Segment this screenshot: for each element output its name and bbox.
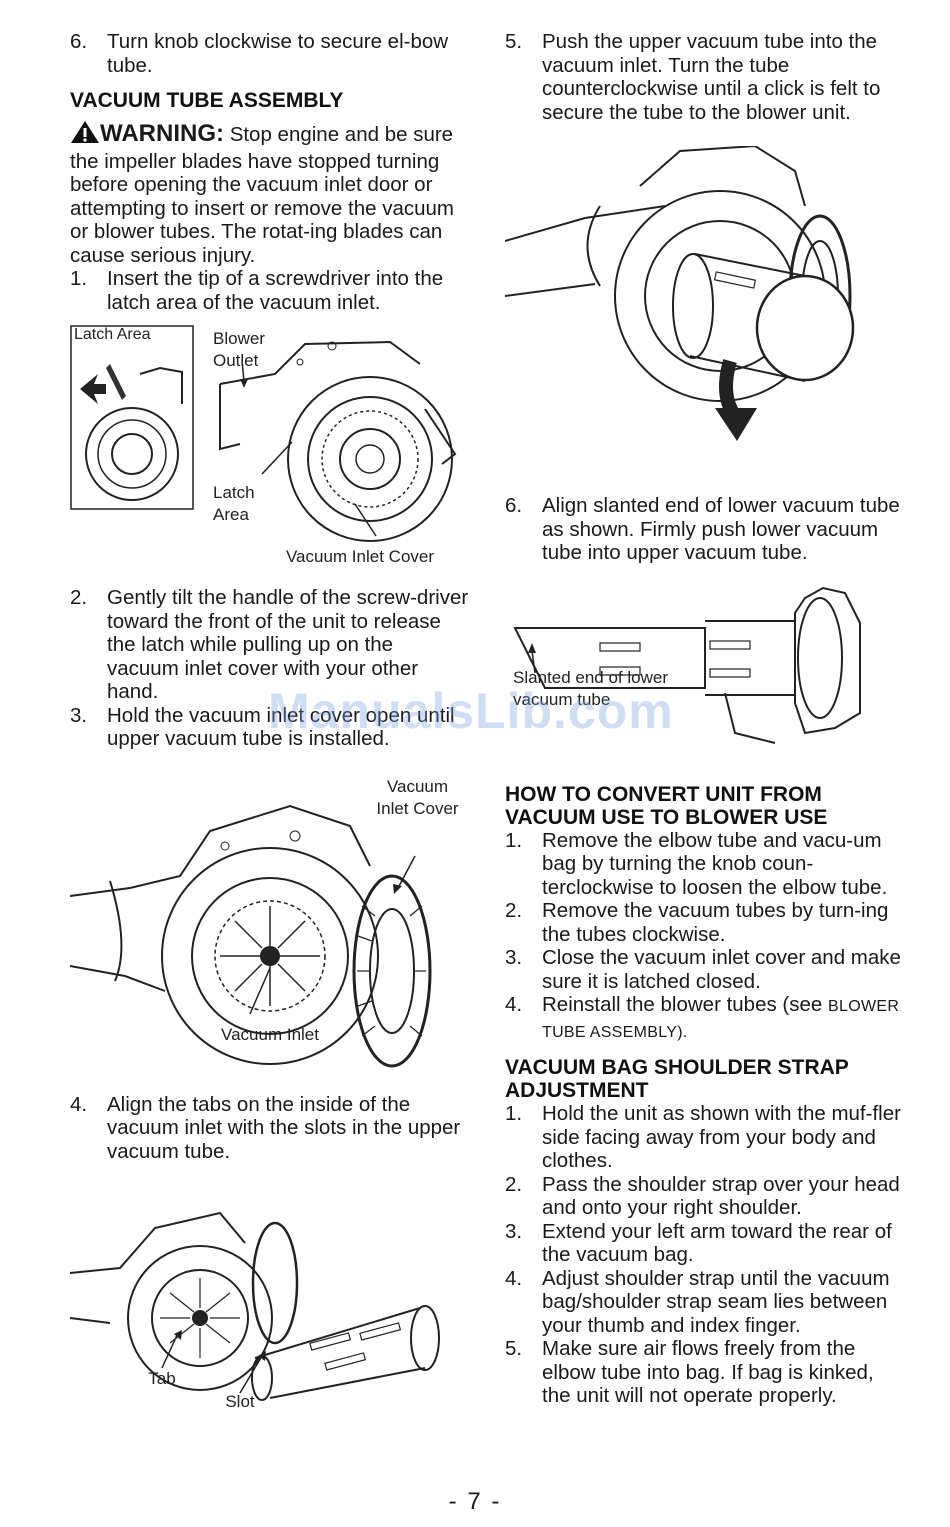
figure-push-upper-tube (505, 146, 905, 486)
vacuum-inlet-cover-label-2: Vacuum Inlet Cover (376, 776, 459, 818)
warning-text: Stop engine and be sure the impeller bla… (70, 123, 454, 267)
warning-triangle-icon (70, 120, 100, 150)
step-2-left: 2. Gently tilt the handle of the screw-d… (70, 586, 469, 703)
step-6-left: 6. Turn knob clockwise to secure el-bow … (70, 30, 449, 77)
step-1-left: 1. Insert the tip of a screwdriver into … (70, 267, 444, 314)
step-5-right: 5. Push the upper vacuum tube into the v… (505, 30, 881, 124)
vacuum-inlet-cover-label: Vacuum Inlet Cover (285, 547, 435, 566)
tab-label: Tab (148, 1369, 176, 1388)
warning-label: WARNING: (100, 120, 224, 147)
convert-step: 4. Reinstall the blower tubes (see BLOWE… (505, 993, 900, 1041)
tab-slot-illustration (70, 1211, 440, 1401)
vacuum-tube-assembly-heading: VACUUM TUBE ASSEMBLY (70, 89, 344, 112)
slot-label: Slot (225, 1392, 255, 1411)
step-6-right: 6. Align slanted end of lower vacuum tub… (505, 494, 900, 564)
strap-step: 5. Make sure air flows freely from the e… (505, 1337, 874, 1407)
figure-tab-slot: Tab Slot (70, 1188, 470, 1433)
step-4-left: 4. Align the tabs on the inside of the v… (70, 1092, 461, 1163)
warning-paragraph: WARNING: Stop engine and be sure the imp… (70, 120, 470, 267)
convert-step: 1. Remove the elbow tube and vacu-um bag… (505, 828, 888, 899)
blower-tube-assembly-ref: BLOWER TUBE ASSEMBLY). (542, 998, 900, 1041)
strap-step: 2. Pass the shoulder strap over your hea… (505, 1172, 900, 1220)
shoulder-strap-heading: VACUUM BAG SHOULDER STRAP ADJUSTMENT (505, 1056, 849, 1102)
blower-latch-illustration (70, 325, 457, 542)
watermark: ManualsLib.com (268, 683, 674, 739)
upper-tube-insert-illustration (505, 146, 855, 441)
latch-area-box-label: Latch Area (74, 326, 151, 343)
left-column: 6. Turn knob clockwise to secure el-bow … (70, 30, 470, 1433)
strap-step: 4. Adjust shoulder strap until the vacuu… (505, 1266, 890, 1337)
strap-step: 3. Extend your left arm toward the rear … (505, 1219, 892, 1267)
figure-latch-area: Latch Area Blower Outlet Latch Area Vacu… (70, 324, 470, 574)
vacuum-inlet-illustration (70, 804, 432, 1067)
figure-vacuum-inlet: Vacuum Inlet Cover Vacuum Inlet (70, 776, 470, 1081)
vacuum-inlet-label: Vacuum Inlet (221, 1024, 319, 1044)
figure-lower-tube: Slanted end of lower vacuum tube (505, 583, 905, 753)
strap-steps-list: 1. Hold the unit as shown with the muf-f… (505, 1102, 905, 1408)
convert-step: 2. Remove the vacuum tubes by turn-ing t… (505, 899, 889, 946)
blower-outlet-label: Blower Outlet (213, 329, 265, 370)
latch-area-label: Latch Area (213, 483, 255, 524)
convert-unit-heading: HOW TO CONVERT UNIT FROM VACUUM USE TO B… (505, 782, 828, 829)
right-column: 5. Push the upper vacuum tube into the v… (505, 30, 905, 1408)
page-number: - 7 - (448, 1488, 502, 1515)
strap-step: 1. Hold the unit as shown with the muf-f… (505, 1102, 901, 1172)
convert-steps-list: 1. Remove the elbow tube and vacu-um bag… (505, 829, 905, 1045)
convert-step: 3. Close the vacuum inlet cover and make… (505, 946, 901, 993)
lower-tube-illustration (513, 586, 861, 744)
step-3-left: 3. Hold the vacuum inlet cover open unti… (70, 703, 455, 751)
convert-step-4-text: Reinstall the blower tubes (see (542, 993, 823, 1016)
slanted-end-label: Slanted end of lower vacuum tube (513, 667, 668, 709)
